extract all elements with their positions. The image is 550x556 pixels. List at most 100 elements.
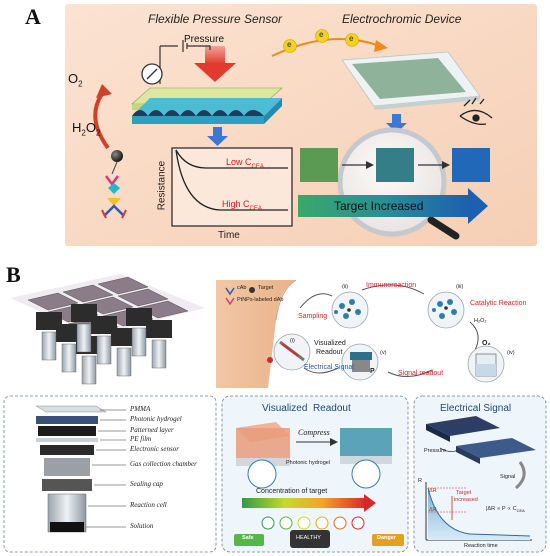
healthy-label: HEALTHY — [296, 535, 321, 541]
safe-label: Safe — [242, 535, 254, 541]
cycle-arrows — [299, 284, 479, 377]
cycle-p-label: P — [370, 368, 375, 375]
panel-b-figure — [3, 274, 547, 553]
electrical-pressure-label: Pressure — [424, 448, 447, 454]
phone-icon — [290, 530, 330, 548]
compress-label: Compress — [298, 428, 330, 437]
electron-flow-arrow — [271, 37, 381, 57]
increased-label: increased — [454, 497, 478, 503]
zoom-circle-left — [247, 459, 277, 489]
electrical-chart — [425, 482, 532, 541]
step-ii-label: (ii) — [342, 284, 349, 290]
high-cea-label: High CCEA — [222, 199, 262, 212]
photonic-hydrogel-label: Photonic hydrogel — [286, 460, 331, 466]
legend-dab-label: PtNPs-labeled dAb — [237, 297, 284, 303]
resistance-axis-label: Resistance — [156, 160, 168, 211]
concentration-gradient-bar — [242, 498, 366, 508]
delta-r-label-1: ΔR — [429, 488, 437, 494]
readout-label: Readout — [316, 349, 343, 356]
legend-cab-label: cAb — [237, 285, 247, 291]
hydrogel-block-left — [236, 422, 290, 466]
panel-b-letter: B — [6, 262, 21, 287]
layer-label-pmma: PMMA — [130, 405, 151, 413]
sampling-label: Sampling — [298, 313, 328, 320]
zoom-circle-right — [351, 459, 381, 489]
h2o2-label: H2O2 — [72, 120, 101, 138]
cycle-h2o2-label: H₂O₂ — [474, 318, 487, 324]
pressure-arrow — [194, 46, 236, 82]
layer-label-pe-film: PE film — [130, 435, 152, 443]
low-cea-label: Low CCEA — [226, 157, 264, 170]
cycle-electrical-label: Electrical Signal — [304, 364, 354, 371]
step-v-label: (v) — [380, 350, 387, 356]
electrical-signal-title: Electrical Signal — [440, 403, 512, 414]
electrical-signal-label: Signal — [500, 474, 516, 480]
delta-r-label-2: ΔR — [429, 507, 437, 513]
resistance-chart — [171, 147, 293, 227]
panel-a-letter: A — [25, 4, 41, 29]
target-dots — [347, 306, 448, 312]
visualized-readout-title: Visualized Readout — [262, 403, 351, 414]
pressure-label: Pressure — [184, 34, 225, 45]
immunoreaction-label: Immunoreaction — [366, 282, 417, 289]
layer-label-patterned: Patterned layer — [130, 426, 174, 434]
syringe-icon — [267, 340, 305, 363]
cycle-panel — [216, 279, 546, 388]
electron-label-1: e — [287, 40, 292, 49]
smiley-faces — [261, 516, 365, 530]
target-increased-label: Target Increased — [334, 199, 424, 213]
reaction-time-label: Reaction time — [464, 543, 498, 549]
layer-label-photonic-hydrogel: Photonic hydrogel — [130, 415, 182, 423]
color-square-blue — [452, 148, 490, 182]
concentration-label: Concentration of target — [256, 488, 328, 495]
electrical-y-label: R — [418, 478, 422, 484]
safe-badge — [234, 534, 264, 546]
danger-label: Danger — [377, 535, 396, 541]
nanoparticle-bead — [111, 150, 123, 175]
panel-a-figure — [65, 4, 537, 246]
step-iii-label: (iii) — [456, 284, 464, 290]
legend-target-label: Target — [258, 285, 274, 291]
formula-label: |ΔR ∝ P ∝ CCEA — [486, 506, 525, 514]
color-square-green — [300, 148, 338, 182]
layer-label-gas-chamber: Gas collection chamber — [130, 460, 197, 468]
antibody-cluster-iii — [432, 299, 457, 319]
electron-label-3: e — [349, 34, 354, 43]
electrical-signal-panel — [413, 395, 547, 553]
electrochromic-device-title: Electrochromic Device — [342, 12, 462, 26]
antibody-icon — [101, 175, 127, 219]
layer-label-electronic-sensor: Electronic sensor — [130, 445, 179, 453]
visualized-label: Visualized — [314, 340, 346, 347]
sensor-down-arrow — [207, 127, 228, 146]
danger-badge — [372, 534, 404, 546]
pressure-sensor-device — [131, 87, 283, 124]
o2-label: O2 — [68, 71, 83, 89]
hydrogel-block-right — [340, 428, 392, 464]
color-square-teal — [376, 148, 414, 182]
layer-label-sealing-cap: Sealing cap — [130, 480, 163, 488]
electron-label-2: e — [319, 30, 324, 39]
layer-label-reaction-cell: Reaction cell — [130, 501, 167, 509]
sensor-array-device — [10, 274, 205, 385]
step-i-label: (i) — [290, 338, 295, 344]
o2-arrow — [93, 92, 110, 150]
cycle-device-icon — [350, 352, 372, 372]
target-increased-arrow — [298, 188, 488, 224]
target-label: Target — [456, 490, 472, 496]
exploded-view-panel — [3, 395, 217, 553]
antibody-cluster-ii — [334, 299, 361, 319]
low-cea-curve — [175, 149, 288, 169]
visualized-readout-panel — [221, 395, 409, 553]
electron-circles — [283, 29, 359, 53]
legend-glyphs — [225, 287, 255, 306]
cycle-o2-label: O₂ — [482, 340, 491, 347]
beaker-icon — [475, 353, 497, 377]
square-arrows — [342, 161, 450, 169]
catalytic-label: Catalytic Reaction — [470, 300, 527, 307]
high-cea-curve — [175, 149, 288, 211]
ammeter-icon — [141, 63, 163, 85]
flexible-pressure-sensor-title: Flexible Pressure Sensor — [148, 12, 283, 26]
step-iv-label: (iv) — [507, 350, 515, 356]
electrochromic-device — [341, 51, 481, 110]
eye-icon — [459, 97, 493, 125]
